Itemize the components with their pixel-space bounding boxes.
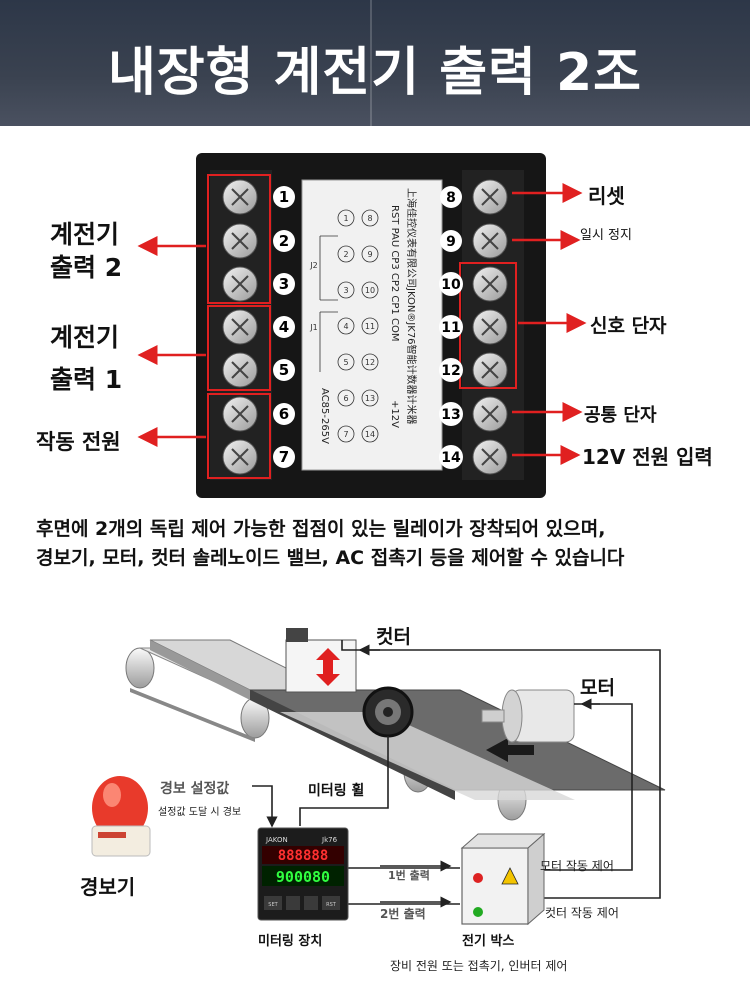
- terminal-numbers-right: 8 9 10 11 12 13 14: [439, 186, 463, 469]
- pin-1: 1: [343, 214, 348, 223]
- header-banner: [0, 0, 750, 126]
- display-bottom: 900080: [276, 868, 330, 886]
- wire-meter: [299, 736, 389, 826]
- label-electric-box: 전기 박스: [462, 933, 514, 949]
- terminal-9: 9: [446, 234, 456, 250]
- box-green-light: [473, 907, 483, 917]
- meter-model: Jk76: [321, 836, 338, 844]
- label-pause: 일시 정지: [580, 228, 632, 243]
- terminal-4: 4: [279, 318, 289, 336]
- plate-text: 上海佳控仪表有限公司JKON®JK76智能计数器计米器 RST PAU CP3 …: [319, 188, 418, 444]
- pin-5: 5: [343, 358, 348, 367]
- meter-brand: JAKON: [265, 836, 288, 844]
- pin-3: 3: [343, 286, 348, 295]
- wire-cutter: [341, 640, 661, 899]
- plate-ac: AC85-265V: [319, 388, 330, 444]
- group-relay2: [207, 174, 271, 304]
- terminal-5: 5: [279, 361, 289, 379]
- pin-7: 7: [343, 430, 348, 439]
- terminal-14: 14: [441, 450, 461, 466]
- pin-10: 10: [365, 286, 375, 295]
- label-relay2-line1: 계전기: [50, 220, 120, 249]
- terminal-12: 12: [441, 363, 460, 379]
- left-belt-front: [130, 688, 255, 742]
- description: 후면에 2개의 독립 제어 가능한 접점이 있는 릴레이가 장착되어 있으며, …: [36, 515, 726, 573]
- label-power12: 12V 전원 입력: [582, 445, 713, 469]
- pin-4: 4: [343, 322, 348, 331]
- label-motor-ctrl: 모터 작동 제어: [540, 859, 614, 873]
- label-signal: 신호 단자: [590, 315, 667, 337]
- label-box-note: 장비 전원 또는 접촉기, 인버터 제어: [390, 959, 567, 973]
- jumper-j1: J1: [309, 323, 317, 332]
- terminal-2: 2: [279, 232, 289, 250]
- label-power: 작동 전원: [36, 430, 121, 454]
- alarm-light-icon: [91, 776, 151, 857]
- label-relay2-line2: 출력 2: [50, 253, 123, 282]
- label-motor: 모터: [580, 677, 615, 699]
- label-plate: [301, 179, 443, 471]
- terminal-13: 13: [441, 407, 460, 423]
- box-red-light: [473, 873, 483, 883]
- pin-8: 8: [367, 214, 372, 223]
- label-common: 공통 단자: [584, 405, 657, 426]
- feed-arrow: [486, 738, 534, 762]
- terminal-11: 11: [441, 320, 460, 336]
- terminal-numbers-left: 1 2 3 4 5 6 7: [273, 186, 295, 468]
- hazard-icon: [501, 867, 519, 885]
- group-power: [207, 393, 271, 479]
- label-alarm-setting: 경보 설정값: [160, 780, 229, 797]
- terminal-7: 7: [279, 448, 289, 466]
- cutter-blade: [285, 639, 357, 693]
- pin-12: 12: [365, 358, 375, 367]
- terminal-10: 10: [441, 277, 461, 293]
- label-relay1-line2: 출력 1: [50, 365, 123, 394]
- plate-company: 上海佳控仪表有限公司JKON®JK76智能计数器计米器: [405, 188, 418, 425]
- electric-box: [461, 847, 529, 925]
- meter-btn-rst: RST: [326, 902, 337, 908]
- label-alarm: 경보기: [80, 875, 135, 899]
- label-meter-device: 미터링 장치: [258, 933, 322, 949]
- plate-pins: [319, 209, 379, 443]
- label-out1: 1번 출력: [388, 868, 430, 882]
- group-relay1: [207, 305, 271, 391]
- display-top: 888888: [278, 848, 329, 864]
- jumper-j2: J2: [309, 261, 317, 270]
- pin-11: 11: [365, 322, 375, 331]
- label-alarm-note: 설정값 도달 시 경보: [158, 805, 241, 818]
- terminal-6: 6: [279, 405, 289, 423]
- page-title: 내장형 계전기 출력 2조: [107, 43, 643, 103]
- main-belt: [280, 712, 575, 800]
- description-line1: 후면에 2개의 독립 제어 가능한 접점이 있는 릴레이가 장착되어 있으며,: [36, 518, 606, 540]
- terminal-8: 8: [446, 190, 456, 206]
- meter-btn-set: SET: [268, 902, 278, 908]
- description-line2: 경보기, 모터, 컷터 솔레노이드 밸브, AC 접촉기 등을 제어할 수 있습…: [36, 547, 625, 569]
- label-cutter: 컷터: [376, 626, 411, 648]
- plate-signals: RST PAU CP3 CP2 CP1 COM: [389, 205, 400, 341]
- pin-2: 2: [343, 250, 348, 259]
- pin-13: 13: [365, 394, 375, 403]
- wire-alarm: [252, 785, 278, 828]
- cutter-updown-arrow: [316, 648, 340, 686]
- terminal-1: 1: [279, 188, 289, 206]
- label-relay1-line1: 계전기: [50, 323, 120, 352]
- pin-6: 6: [343, 394, 348, 403]
- terminal-3: 3: [279, 275, 289, 293]
- plate-12v: +12V: [389, 400, 400, 428]
- pin-14: 14: [365, 430, 375, 439]
- label-cutter-ctrl: 컷터 작동 제어: [545, 906, 619, 920]
- wire-motor: [530, 703, 633, 871]
- pin-9: 9: [367, 250, 372, 259]
- label-out2: 2번 출력: [380, 906, 426, 921]
- label-reset: 리셋: [588, 184, 625, 208]
- label-meter-wheel: 미터링 휠: [308, 782, 364, 799]
